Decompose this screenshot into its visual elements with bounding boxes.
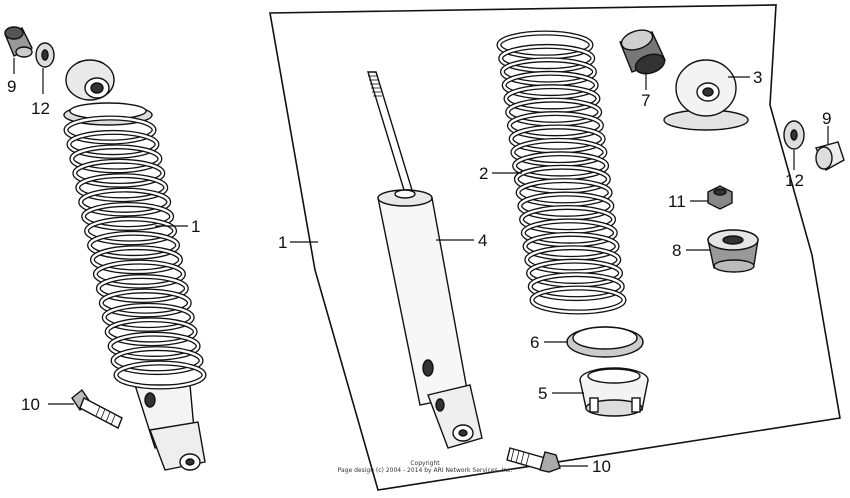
spring-coil-highlight: [503, 72, 598, 99]
spring-coil-highlight: [108, 332, 200, 360]
spring-coil-highlight: [520, 206, 615, 233]
washer-left: [35, 42, 55, 68]
spring-coil-highlight: [504, 85, 600, 112]
spring-coil-highlight: [111, 347, 203, 374]
assembly-panel-outline: [269, 4, 841, 491]
dust-cap: [707, 229, 759, 273]
spring-coil-highlight: [85, 217, 176, 245]
spring-coil-highlight: [530, 286, 626, 314]
spring-coil-highlight: [64, 116, 156, 144]
callout-1-panel: 1: [278, 233, 288, 252]
spring-coil-highlight: [515, 166, 610, 193]
spring-coil-highlight: [522, 219, 617, 247]
callout-3: 3: [753, 68, 763, 87]
leader-lines: [13, 58, 829, 467]
spring-coil-highlight: [114, 361, 206, 389]
spring-coil-highlight: [501, 58, 596, 86]
spring-coil-highlight: [527, 259, 622, 287]
spring-coil-highlight: [103, 304, 194, 331]
spring-coil-highlight: [497, 31, 593, 59]
spring-coil-highlight: [506, 98, 601, 126]
spring-coil-highlight: [509, 125, 605, 153]
callout-12-right: 12: [785, 171, 804, 190]
spring-coil-highlight: [518, 192, 614, 220]
callout-1-shock: 1: [191, 217, 201, 236]
coil-spring: [496, 30, 627, 315]
spring-coil-highlight: [94, 260, 185, 288]
spring-coil-highlight: [88, 232, 179, 259]
spring-coil-highlight: [105, 318, 197, 345]
copyright-line-1: Copyright: [410, 460, 440, 467]
spring-coil-highlight: [511, 139, 607, 166]
mounting-bolt-left: [71, 388, 123, 429]
callout-11: 11: [668, 192, 686, 211]
copyright-notice: Copyright Page design (c) 2004 - 2014 by…: [330, 460, 520, 474]
spring-seat-ring: [566, 326, 644, 358]
callout-4: 4: [478, 231, 488, 250]
spring-coil-highlight: [523, 233, 619, 260]
spring-coil-highlight: [499, 45, 594, 72]
damper-unit: [367, 71, 483, 449]
callout-10-bottom: 10: [592, 457, 611, 476]
spring-coil-highlight: [529, 273, 624, 300]
callout-8: 8: [672, 241, 682, 260]
callout-9-left: 9: [7, 77, 17, 96]
callout-5: 5: [538, 384, 548, 403]
spring-coil-highlight: [513, 152, 608, 179]
lock-nut: [707, 185, 733, 210]
callout-6: 6: [530, 333, 540, 352]
cap-nut-left: [4, 26, 33, 58]
mounting-bolt-bottom: [506, 447, 561, 473]
callout-10-left: 10: [21, 395, 40, 414]
spring-coil-highlight: [91, 246, 182, 273]
washer-right: [783, 120, 805, 150]
spring-coil-highlight: [100, 289, 191, 317]
spring-coil-highlight: [73, 160, 165, 187]
spring-adjuster: [579, 367, 649, 417]
spring-coil-highlight: [97, 275, 188, 302]
assembled-spring-coils: [63, 115, 207, 390]
spring-coil-highlight: [70, 145, 162, 173]
callout-12-left: 12: [31, 99, 50, 118]
copyright-line-2: Page design (c) 2004 - 2014 by ARI Netwo…: [337, 467, 513, 474]
upper-spring-seat: [663, 59, 749, 131]
cap-nut-right: [815, 141, 845, 171]
spring-coil-highlight: [508, 112, 603, 139]
callout-9-right: 9: [822, 109, 832, 128]
callout-7: 7: [641, 91, 651, 110]
spring-coil-highlight: [67, 131, 159, 158]
upper-bushing: [619, 29, 666, 75]
spring-coil-highlight: [79, 188, 170, 216]
callout-2: 2: [479, 164, 489, 183]
spring-coil-highlight: [516, 179, 612, 206]
spring-coil-highlight: [76, 174, 167, 201]
spring-coil-highlight: [525, 246, 620, 273]
spring-coil-highlight: [82, 203, 173, 230]
